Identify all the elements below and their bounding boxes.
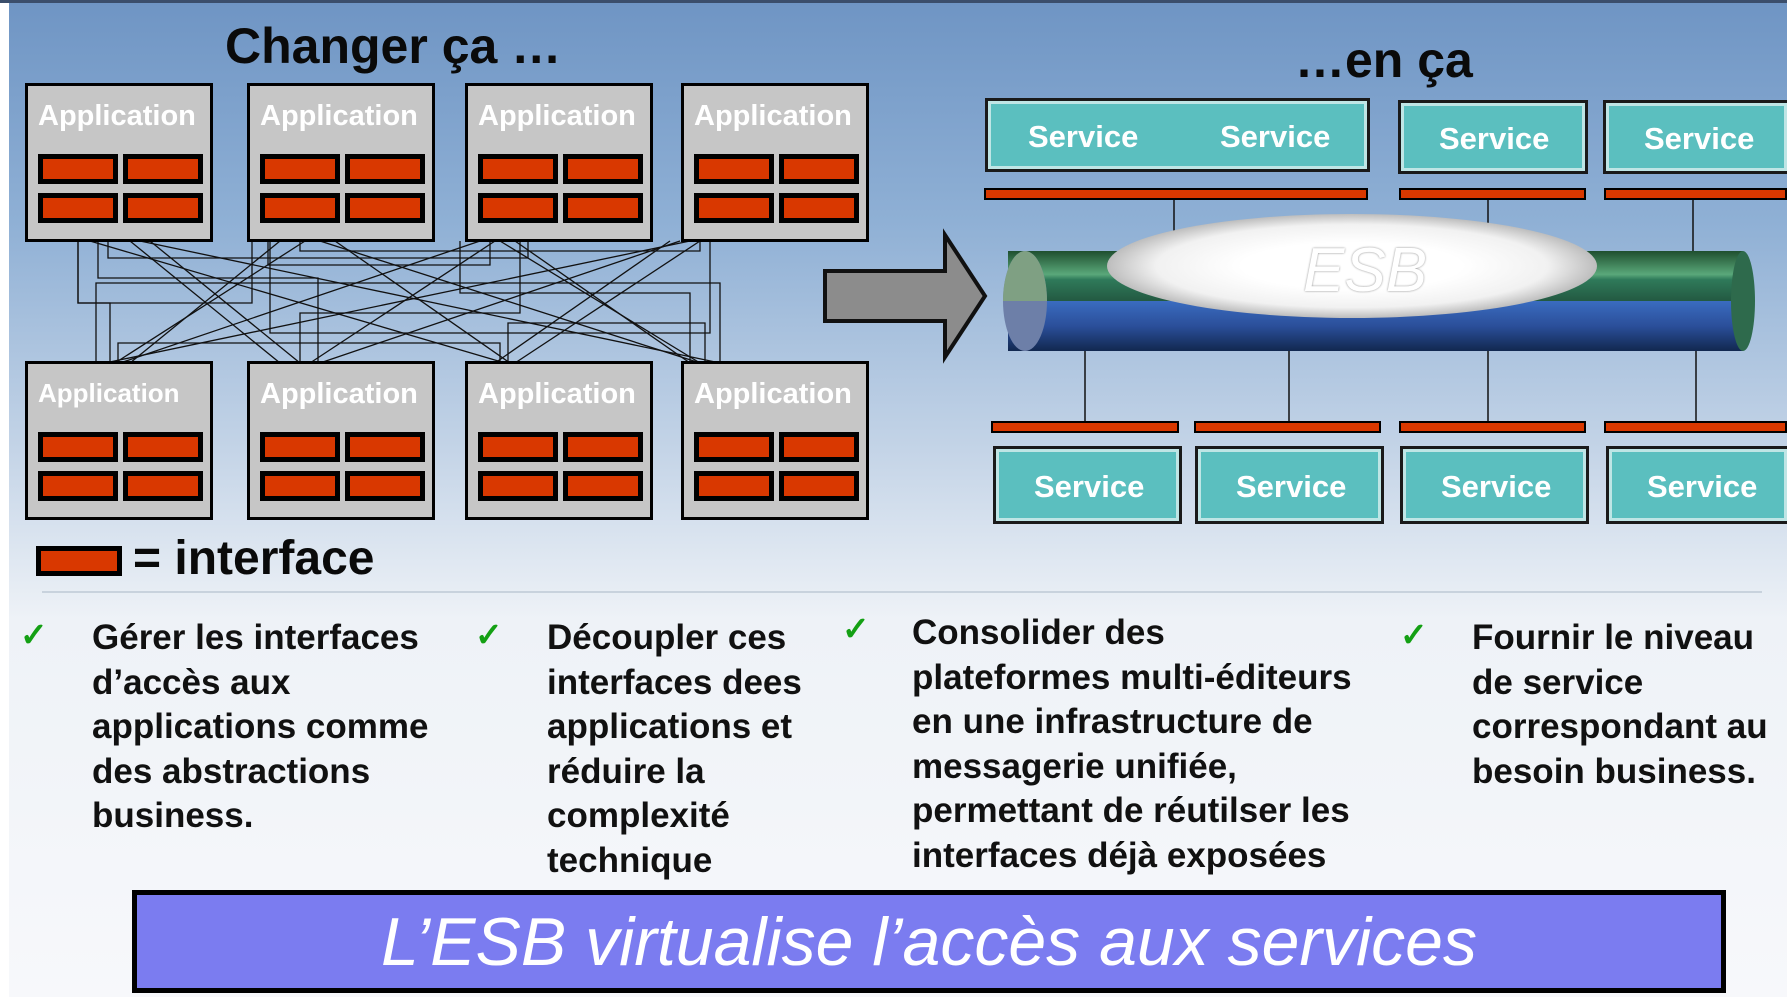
- service-label: Service: [1236, 469, 1347, 504]
- application-box: Application: [681, 83, 869, 242]
- legend-text: = interface: [133, 532, 375, 585]
- interface-block: [345, 471, 425, 501]
- service-box: Service: [993, 446, 1182, 524]
- interface-rail: [1194, 421, 1381, 433]
- interface-block: [38, 193, 118, 223]
- interface-block: [38, 432, 118, 462]
- interface-block: [260, 471, 340, 501]
- conclusion-banner: L’ESB virtualise l’accès aux services: [132, 890, 1726, 993]
- service-label: Service: [1034, 469, 1145, 504]
- interface-block: [260, 432, 340, 462]
- transform-arrow: [823, 228, 988, 364]
- application-box: Application: [247, 361, 435, 520]
- interface-block: [563, 193, 643, 223]
- service-box: Service: [1606, 446, 1787, 524]
- interface-rail: [1604, 188, 1787, 200]
- interface-block: [123, 432, 203, 462]
- application-box: Application: [247, 83, 435, 242]
- interface-block: [478, 432, 558, 462]
- interface-block: [345, 193, 425, 223]
- esb-label: ESB: [1303, 236, 1428, 305]
- bullet-text: Fournir le niveau de service corresponda…: [1472, 618, 1768, 791]
- interface-block: [260, 154, 340, 184]
- interface-block: [123, 154, 203, 184]
- interface-block: [563, 471, 643, 501]
- interface-block: [694, 193, 774, 223]
- interface-block: [260, 193, 340, 223]
- legend-interface-swatch: [36, 546, 122, 576]
- service-label: Service: [1647, 469, 1758, 504]
- service-box: Service: [1398, 100, 1588, 174]
- service-label: Service: [1644, 121, 1755, 156]
- interface-block: [779, 154, 859, 184]
- interface-block: [779, 193, 859, 223]
- application-box: Application: [465, 83, 653, 242]
- interface-rail: [984, 188, 1368, 200]
- service-box: Service: [1195, 446, 1384, 524]
- interface-block: [478, 154, 558, 184]
- interface-block: [123, 471, 203, 501]
- bullet-text: Consolider des plateformes multi-éditeur…: [912, 613, 1352, 875]
- interface-block: [779, 432, 859, 462]
- service-label: Service: [1220, 119, 1331, 154]
- interface-block: [694, 154, 774, 184]
- service-label: Service: [1028, 119, 1139, 154]
- service-group-box: Service Service: [985, 98, 1370, 172]
- title-before: Changer ça …: [225, 18, 562, 74]
- application-box: Application: [465, 361, 653, 520]
- application-label: Application: [260, 378, 418, 410]
- application-box: Application: [25, 361, 213, 520]
- application-label: Application: [694, 100, 852, 132]
- esb-connectors: [1084, 200, 1697, 421]
- interface-block: [38, 154, 118, 184]
- check-icon: ✓: [475, 616, 503, 653]
- application-label: Application: [260, 100, 418, 132]
- title-after: …en ça: [1295, 32, 1473, 88]
- banner-text: L’ESB virtualise l’accès aux services: [380, 904, 1477, 980]
- point-to-point-links: [77, 240, 721, 364]
- interface-rail: [1399, 421, 1586, 433]
- interface-block: [345, 432, 425, 462]
- interface-block: [38, 471, 118, 501]
- check-icon: ✓: [842, 610, 870, 647]
- service-label: Service: [1439, 121, 1550, 156]
- interface-rail: [1399, 188, 1586, 200]
- application-label: Application: [38, 100, 196, 132]
- check-icon: ✓: [20, 616, 48, 653]
- application-label: Application: [478, 378, 636, 410]
- interface-block: [779, 471, 859, 501]
- interface-block: [563, 154, 643, 184]
- interface-block: [694, 471, 774, 501]
- interface-block: [478, 193, 558, 223]
- service-box: Service: [1400, 446, 1589, 524]
- application-label: Application: [694, 378, 852, 410]
- bullet-text: Gérer les interfaces d’accès aux applica…: [92, 618, 429, 835]
- divider: [42, 591, 1762, 593]
- check-icon: ✓: [1400, 616, 1428, 653]
- bullet-text: Découpler ces interfaces dees applicatio…: [547, 618, 802, 880]
- application-label: Application: [38, 378, 180, 408]
- interface-block: [123, 193, 203, 223]
- interface-block: [563, 432, 643, 462]
- service-label: Service: [1441, 469, 1552, 504]
- interface-block: [694, 432, 774, 462]
- interface-block: [345, 154, 425, 184]
- application-label: Application: [478, 100, 636, 132]
- application-box: Application: [681, 361, 869, 520]
- service-box: Service: [1603, 100, 1787, 174]
- interface-rail: [991, 421, 1179, 433]
- application-box: Application: [25, 83, 213, 242]
- interface-block: [478, 471, 558, 501]
- interface-rail: [1604, 421, 1787, 433]
